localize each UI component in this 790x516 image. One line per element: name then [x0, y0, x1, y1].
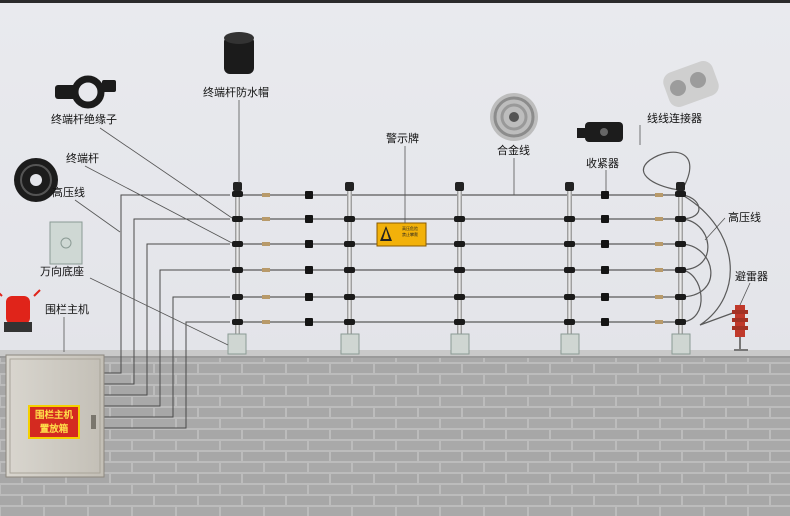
controller-box-label: 围栏主机 置放箱 [28, 405, 80, 439]
label-leaders [63, 100, 751, 352]
warning-sign [376, 222, 427, 247]
high-voltage-wire-reel-icon [14, 158, 58, 202]
label-warning-sign: 警示牌 [386, 132, 419, 145]
controller-box [5, 354, 105, 478]
waterproof-cap-icon [224, 32, 254, 74]
alloy-wire-reel-icon [490, 93, 538, 141]
label-end-pole: 终端杆 [66, 152, 99, 165]
swivel-bases [227, 333, 691, 355]
label-swivel-base: 万向底座 [40, 265, 84, 278]
high-voltage-leads [104, 194, 230, 429]
top-border [0, 0, 790, 3]
connector-icon [663, 61, 719, 107]
label-arrester: 避雷器 [735, 270, 768, 283]
box-label-line2: 置放箱 [39, 424, 69, 435]
label-waterproof-cap: 终端杆防水帽 [203, 86, 269, 99]
label-connector: 线线连接器 [647, 112, 702, 125]
wire-springs [262, 193, 663, 324]
label-main-unit: 围栏主机 [45, 303, 89, 316]
sign-line2: 禁止攀爬 [402, 232, 418, 237]
label-alloy-wire: 合金线 [497, 144, 530, 157]
end-pole [233, 182, 242, 336]
box-label-line1: 围栏主机 [34, 410, 73, 421]
alarm-light-icon [0, 289, 41, 332]
insulator-clamp-icon [55, 75, 116, 109]
warning-sign-text: 高压危险 禁止攀爬 [396, 226, 424, 238]
middle-pole [345, 182, 354, 336]
lightning-arrester [732, 305, 748, 351]
fence-poles [233, 182, 685, 336]
label-hv-wire-left: 高压线 [52, 186, 85, 199]
waterproof-cap [233, 182, 242, 191]
end-pole [676, 182, 685, 336]
label-hv-wire-right: 高压线 [728, 211, 761, 224]
tensioners [305, 191, 609, 326]
swivel-base-icon [49, 221, 83, 265]
label-tensioner: 收紧器 [586, 157, 619, 170]
brick-wall [0, 350, 790, 516]
sign-line1: 高压危险 [402, 226, 418, 231]
pole-insulators [232, 191, 686, 325]
middle-pole [565, 182, 574, 336]
label-insulator: 终端杆绝缘子 [51, 113, 117, 126]
tensioner-icon [577, 122, 623, 142]
wire-loops [642, 151, 742, 326]
middle-pole [455, 182, 464, 336]
